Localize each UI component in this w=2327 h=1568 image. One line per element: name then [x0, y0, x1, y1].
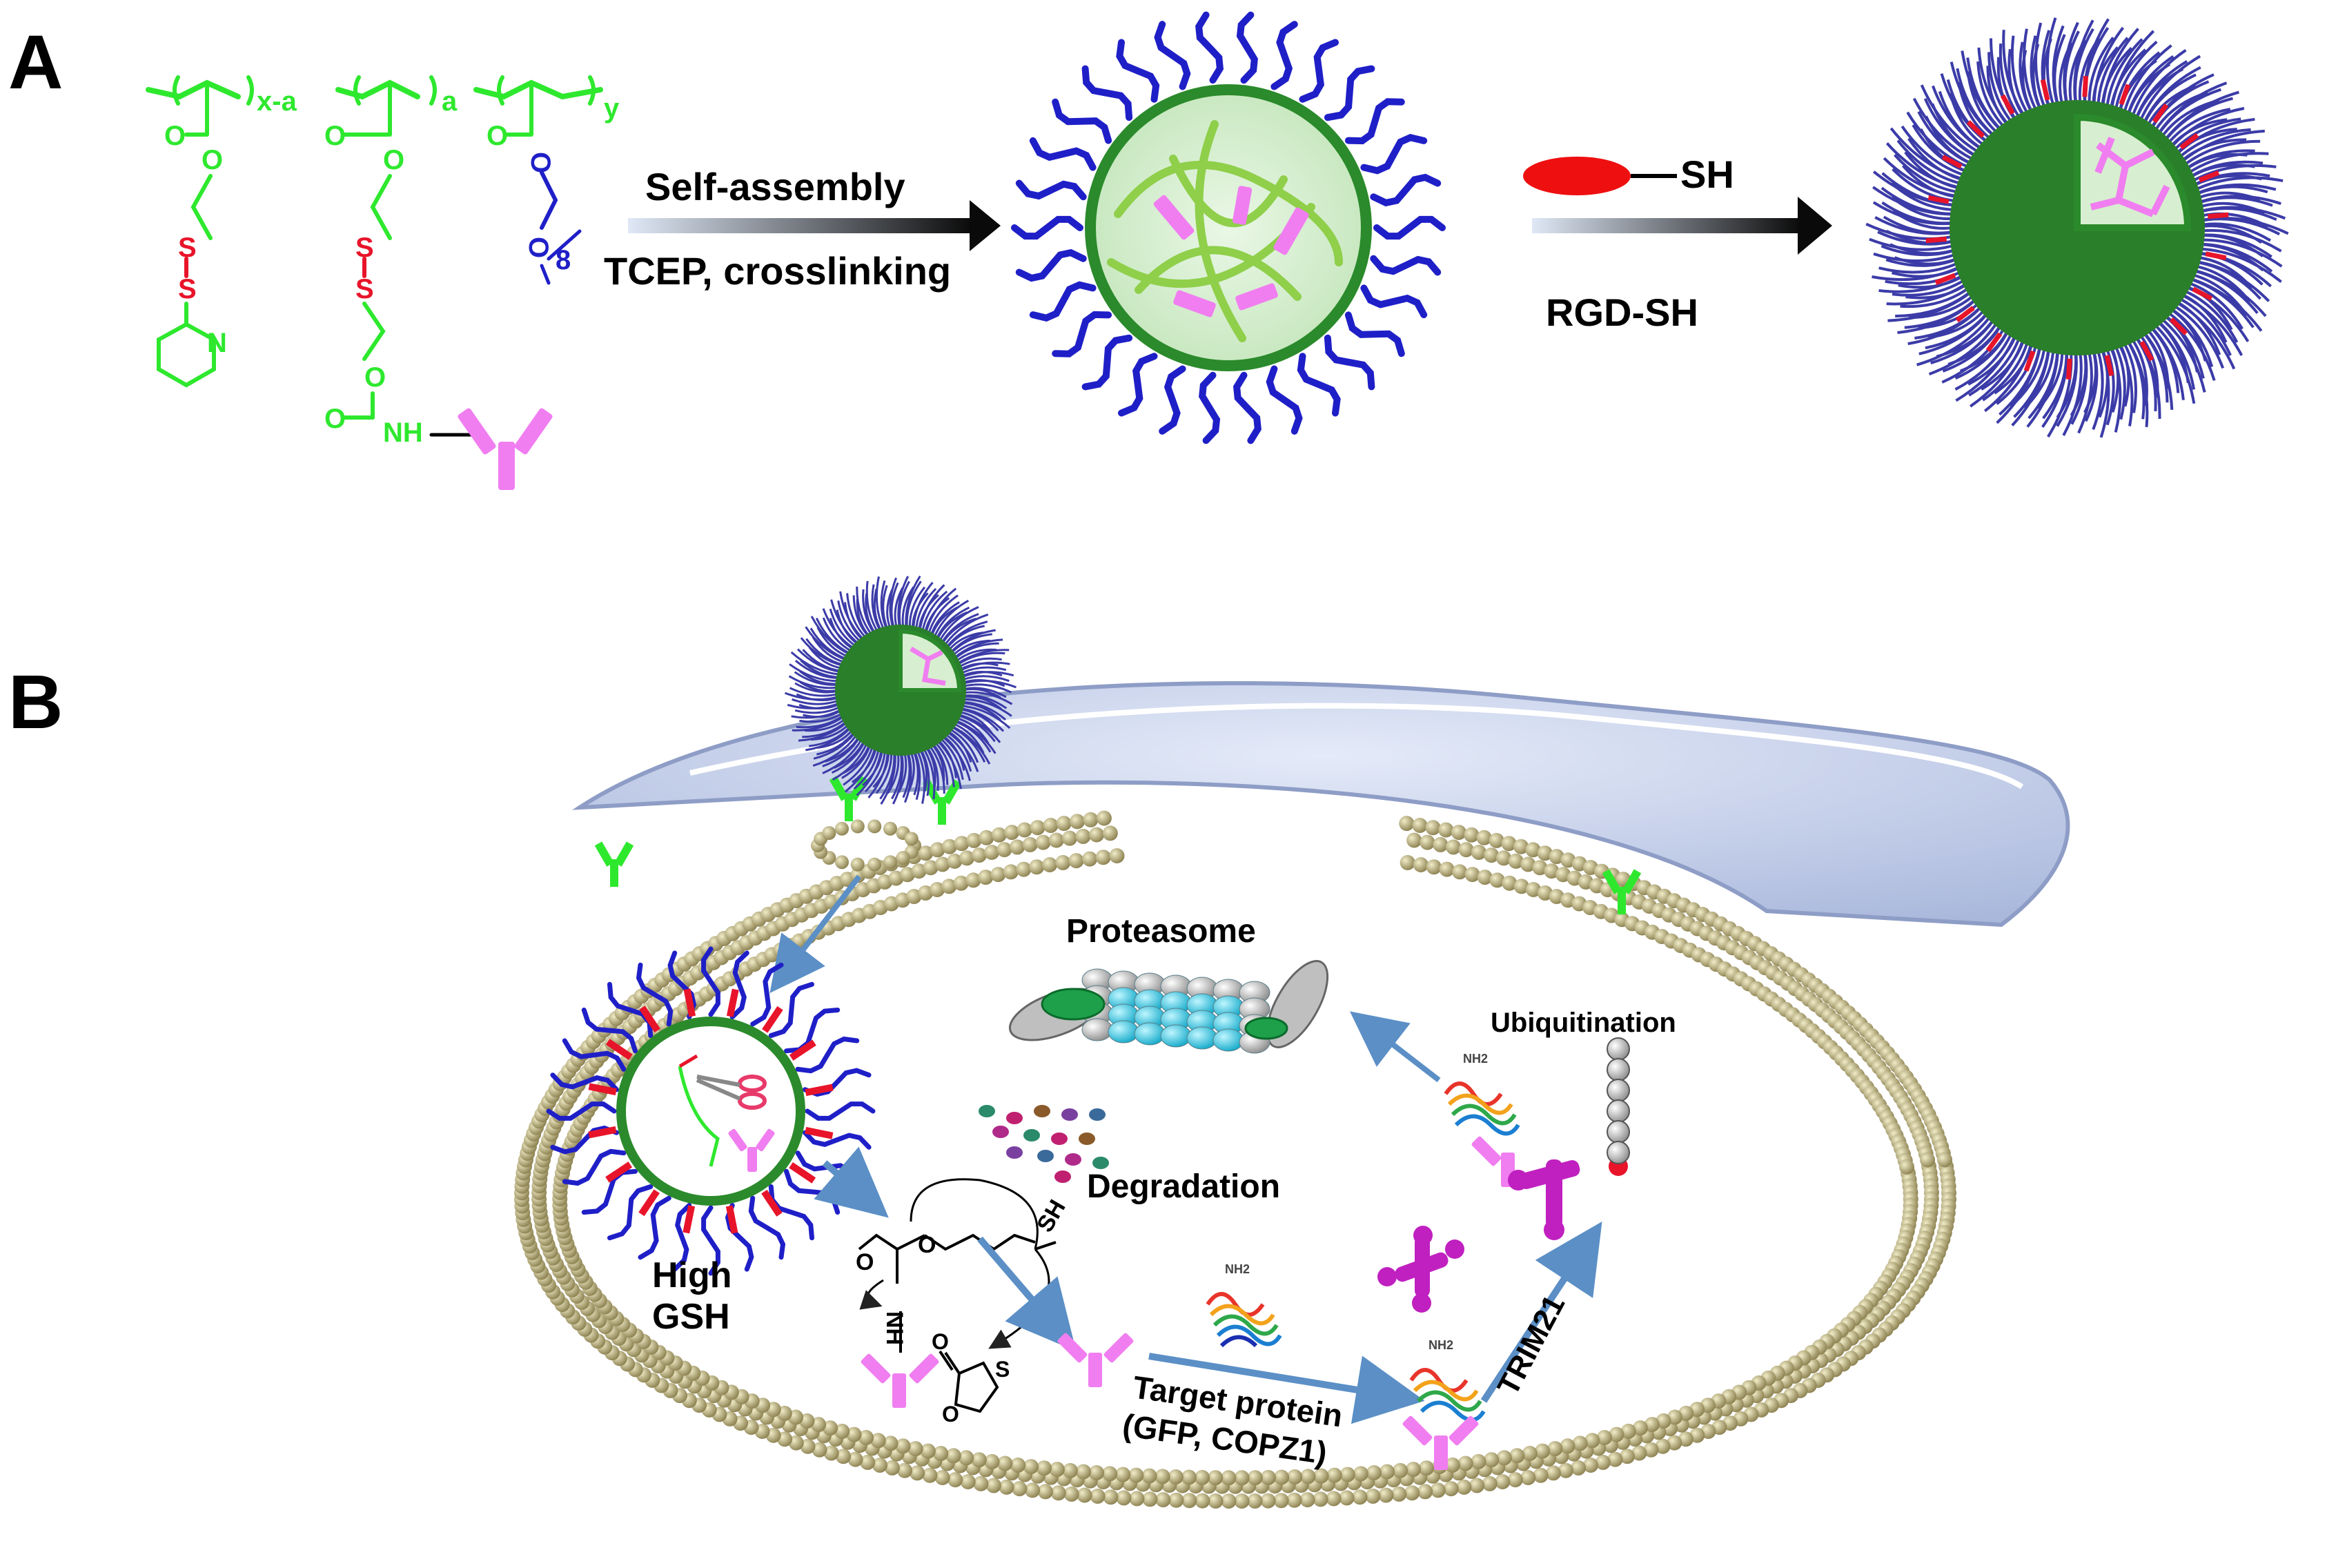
trim21-arrow [1480, 1221, 1602, 1403]
atom-o: O [525, 152, 556, 173]
receptor-icons [594, 776, 1642, 914]
gfp-protein-icon: NH2 [1444, 1052, 1520, 1136]
atom-o: O [932, 1329, 949, 1354]
nanoparticle-at-membrane [784, 575, 1017, 805]
trim21-label: TRIM21 [1491, 1290, 1572, 1401]
self-assembly-arrow: Self-assembly TCEP, crosslinking [604, 165, 1001, 293]
panel-b: B [8, 575, 2070, 1509]
atom-o: O [164, 121, 186, 151]
atom-o: O [324, 404, 346, 434]
micelle-crosslinked [1011, 11, 1446, 444]
rgd-ligands [1925, 76, 2229, 380]
nh-label: NH [383, 418, 423, 448]
gsh-label: GSH [652, 1297, 730, 1337]
endocytic-vesicle [811, 819, 921, 872]
rgd-peptide-icon [1523, 157, 1631, 195]
antibody-icon [728, 1128, 775, 1172]
endocytosis-arrow [769, 874, 862, 994]
gfp-protein-icon: NH2 [1206, 1262, 1282, 1348]
arrow2-bottom-label: RGD-SH [1546, 291, 1698, 334]
atom-s: S [995, 1357, 1010, 1382]
rgd-ligands [588, 988, 834, 1234]
nh-label: NH [881, 1311, 907, 1345]
atom-s: S [355, 274, 374, 304]
rgd-nanoparticle [1865, 17, 2289, 438]
atom-o: O [364, 362, 386, 393]
receptor-icon [829, 776, 869, 821]
antibody-icon [458, 408, 553, 490]
cell-body [572, 680, 2070, 928]
ubiquitinated-complex: NH2 [1444, 1037, 1630, 1240]
antibody-release-arrow [977, 1236, 1077, 1351]
target-binding-arrow [1148, 1353, 1425, 1424]
atom-o: O [918, 1232, 936, 1258]
sh-label: SH [1680, 153, 1734, 196]
ubiquitin-chain [1607, 1037, 1630, 1164]
antibody-icon [1057, 1333, 1134, 1387]
atom-o: O [202, 145, 223, 175]
ubiquitination-label: Ubiquitination [1491, 1008, 1676, 1038]
proteasome-arrow [1350, 1011, 1441, 1083]
atom-o: O [942, 1402, 959, 1427]
svg-text:NH2: NH2 [1225, 1262, 1250, 1276]
core-network [2090, 137, 2170, 217]
subscript-a: a [442, 86, 458, 117]
high-label: High [652, 1255, 732, 1295]
panel-b-label: B [8, 660, 63, 745]
panel-a: A x-a a y O O S S N [8, 11, 2289, 490]
panel-a-label: A [8, 20, 63, 105]
atom-n: N [207, 328, 227, 358]
arrow1-top-label: Self-assembly [645, 165, 905, 208]
svg-text:NH2: NH2 [1428, 1338, 1453, 1352]
antibody-icon [861, 1353, 939, 1408]
atom-o: O [324, 121, 346, 151]
proteasome-label: Proteasome [1066, 913, 1256, 950]
pyridine-ring [157, 322, 216, 388]
atom-o: O [856, 1249, 874, 1275]
atom-o: O [383, 145, 404, 175]
cell-membrane [514, 810, 1956, 1509]
atom-s: S [178, 274, 197, 304]
gfp-protein-icon: NH2 [1409, 1338, 1486, 1422]
scissors-icon [696, 1075, 767, 1110]
antibody-icon [1153, 186, 1309, 317]
subscript-8: 8 [556, 245, 571, 275]
receptor-icon [594, 841, 634, 887]
subscript-x-a: x-a [257, 86, 297, 117]
rgd-arrow: SH RGD-SH [1523, 153, 1832, 334]
trim21-icon [1377, 1226, 1464, 1313]
receptor-icon [1602, 869, 1642, 914]
antibody-icon [1402, 1415, 1479, 1470]
proteasome-icon [1008, 960, 1329, 1054]
svg-text:NH2: NH2 [1463, 1052, 1488, 1066]
atom-o: O [523, 237, 553, 258]
receptor-icon [922, 779, 962, 825]
polymer-backbone [146, 79, 241, 100]
arrow1-bottom-label: TCEP, crosslinking [604, 249, 951, 293]
subscript-y: y [604, 93, 620, 124]
peg-corona [1011, 11, 1446, 444]
degradation-label: Degradation [1087, 1168, 1280, 1205]
release-arrow [814, 1146, 889, 1218]
micelle-high-gsh [546, 946, 876, 1276]
degradation-fragments [979, 1105, 1109, 1183]
atom-o: O [487, 121, 508, 151]
polymer-structure: x-a a y O O S S N O O [146, 75, 620, 490]
peg-brush [784, 575, 1017, 805]
